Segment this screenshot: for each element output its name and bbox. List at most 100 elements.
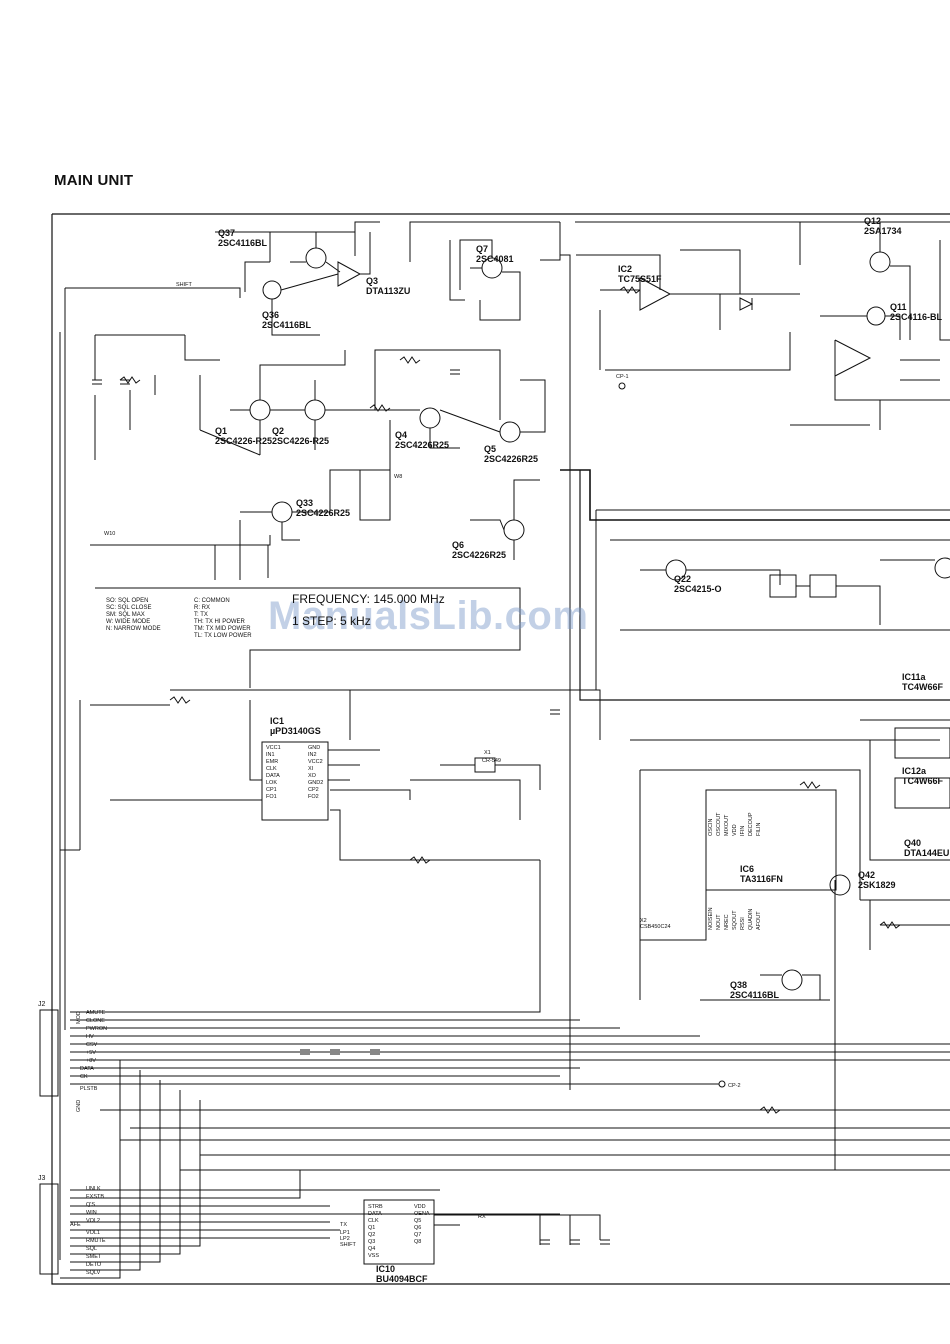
label-ic6-part: TA3116FN: [740, 874, 783, 884]
ic6-pin: OSCIN: [708, 819, 714, 836]
legend-item: SO: SQL OPEN: [106, 598, 149, 604]
label-ic11a-ref: IC11a: [902, 672, 927, 682]
transistor-symbol: [304, 399, 326, 421]
wire: [240, 469, 390, 513]
j2-pin: PWRON: [86, 1026, 107, 1032]
wire: [94, 334, 185, 380]
test-point-cp1: [618, 382, 626, 390]
wire: [640, 890, 707, 941]
wire: [330, 809, 540, 861]
ic10-pin: VSS: [368, 1253, 379, 1259]
wire: [409, 232, 465, 301]
label-q4-ref: Q4: [395, 430, 407, 440]
net-label: LP1: [340, 1230, 350, 1236]
capacitor: [550, 709, 560, 715]
ic1-box: [261, 741, 329, 821]
wire: [374, 349, 501, 420]
wire: [939, 240, 950, 341]
ic6-pin: NOISEIN: [708, 907, 714, 930]
ic1-pin: VCC2: [308, 759, 323, 765]
resistor: [879, 921, 901, 929]
j2-pin: +5V: [86, 1050, 96, 1056]
net-label: SHIFT: [340, 1242, 357, 1248]
wire: [70, 1170, 301, 1199]
ic1-pin: GND: [308, 745, 320, 751]
transistor-symbol: [499, 421, 521, 443]
info-box: [95, 587, 521, 688]
wire: [639, 769, 706, 1000]
ic1-pin: FO2: [308, 794, 319, 800]
label-q12-ref: Q12: [864, 216, 881, 226]
filter-block: [769, 574, 797, 598]
transistor-symbol: [249, 399, 271, 421]
wire: [244, 232, 271, 292]
label-q11-part: 2SC4116-BL: [890, 312, 943, 322]
label-ic12a-part: TC4W66F: [902, 776, 944, 786]
j2-pin: DATA: [80, 1066, 94, 1072]
net-label: RX: [478, 1214, 486, 1220]
label-q22-ref: Q22: [674, 574, 691, 584]
net-label: W8: [394, 474, 402, 480]
label-q38-part: 2SC4116BL: [730, 990, 780, 1000]
ic6-box: [705, 789, 837, 891]
ic10-pin: Q2: [368, 1232, 375, 1238]
ic10-pin: DATA: [368, 1211, 382, 1217]
test-point-cp2: [718, 1080, 726, 1088]
label-q6-ref: Q6: [452, 540, 464, 550]
capacitor: [570, 1239, 580, 1245]
legend-item: TL: TX LOW POWER: [194, 633, 252, 639]
legend-item: SM: SQL MAX: [106, 612, 145, 618]
label-q40-ref: Q40: [904, 838, 921, 848]
ic6-pin: OSCOUT: [716, 812, 722, 836]
j3-pin: SQLV: [86, 1270, 101, 1276]
net-label: W10: [104, 531, 115, 537]
wire: [860, 899, 950, 950]
wire: [170, 689, 601, 740]
label-q3-part: DTA113ZU: [366, 286, 410, 296]
label-q38-ref: Q38: [730, 980, 747, 990]
wire: [281, 522, 300, 541]
label-q36-part: 2SC4116BL: [262, 320, 312, 330]
j2-pin: +8V: [86, 1058, 96, 1064]
wire: [328, 749, 380, 781]
wire: [860, 719, 950, 861]
transistor-symbol: [934, 557, 950, 579]
ic1-pin: EMR: [266, 759, 278, 765]
section-title: MAIN UNIT: [54, 172, 134, 189]
wire: [214, 520, 269, 580]
j3-pin: DETO: [86, 1262, 102, 1268]
ic10-box: [363, 1199, 435, 1265]
wire: [820, 315, 901, 340]
ic10-pin: Q3: [368, 1239, 375, 1245]
ic10-pin: Q7: [414, 1232, 421, 1238]
ic1-pin: VCC1: [266, 745, 281, 751]
label-q5-part: 2SC4226R25: [484, 454, 538, 464]
label-q22-part: 2SC4215-O: [674, 584, 722, 594]
legend-item: W: WIDE MODE: [106, 619, 151, 625]
wire: [259, 380, 316, 455]
wire: [560, 469, 950, 521]
ic-small-box: [894, 727, 950, 759]
j2-label: J2: [38, 1001, 46, 1008]
wire: [879, 359, 940, 430]
ic10-pin: Q8: [414, 1239, 421, 1245]
step-note: 1 STEP: 5 kHz: [292, 614, 371, 628]
capacitor: [300, 1049, 310, 1055]
label-q2-part: 2SC4226-R25: [272, 436, 329, 446]
transistor-symbol: [262, 280, 282, 300]
transistor-symbol: [419, 407, 441, 429]
wire: [90, 700, 262, 781]
wire: [271, 273, 339, 336]
capacitor: [330, 1049, 340, 1055]
ic-triangle: [834, 339, 872, 377]
legend-left: SO: SQL OPEN SC: SQL CLOSE SM: SQL MAX W…: [106, 598, 161, 633]
wire: [479, 300, 521, 321]
transistor-symbol: [829, 874, 851, 896]
label-q1-ref: Q1: [215, 426, 227, 436]
net-label: LP2: [340, 1236, 350, 1242]
ic-triangle: [639, 277, 672, 311]
resistor: [759, 1106, 781, 1114]
j2-pin: AMUTE: [86, 1010, 106, 1016]
ic6-pin: NREC: [724, 914, 730, 930]
